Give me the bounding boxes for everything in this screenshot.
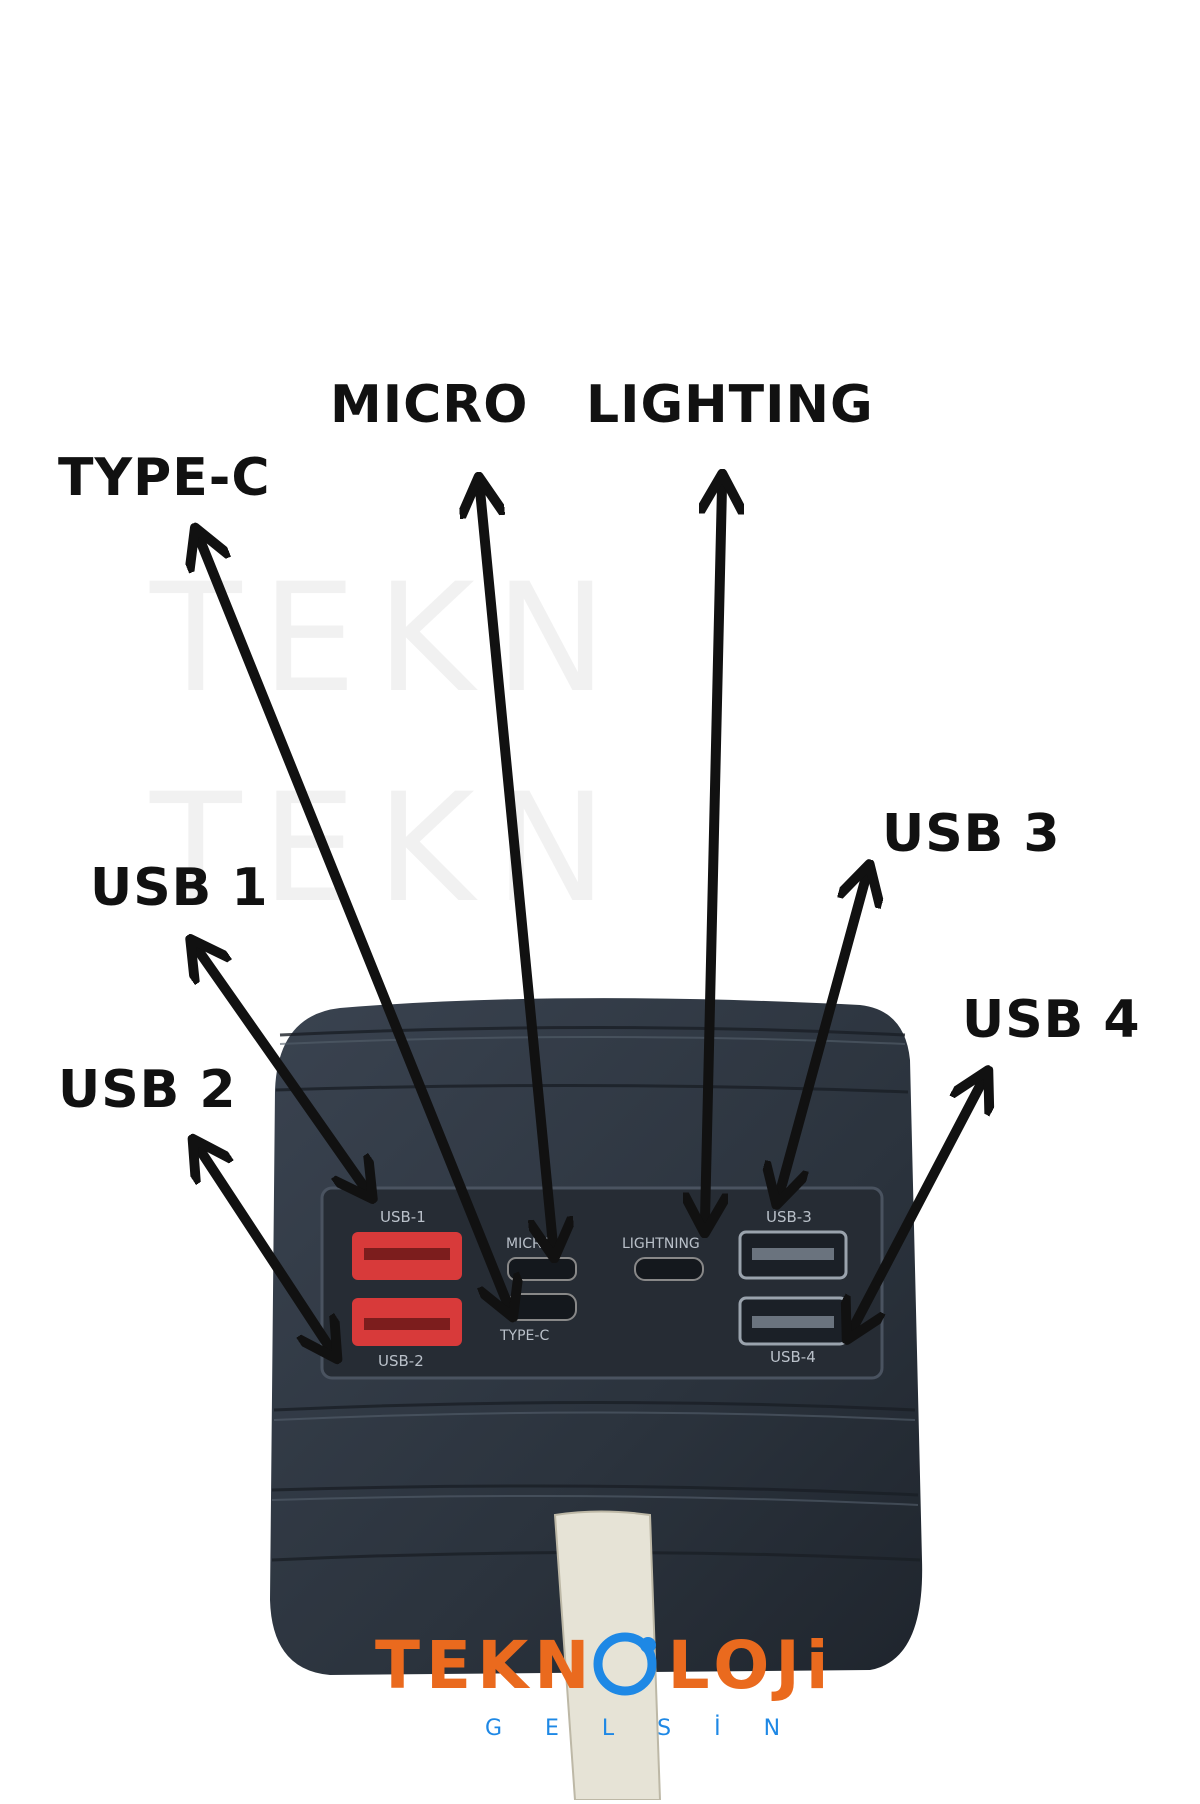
callout-lighting: LIGHTING [586, 375, 874, 435]
arrow-usb-3 [780, 877, 866, 1192]
lightning-port: LIGHTNING [622, 1236, 704, 1281]
callout-arrows [198, 487, 982, 1348]
callout-usb-4: USB 4 [962, 990, 1141, 1050]
callout-usb-1: USB 1 [90, 858, 269, 918]
usb-3-port-label: USB-3 [766, 1208, 812, 1226]
brand-dot-icon [640, 1637, 656, 1653]
lightning-port-label: LIGHTNING [622, 1236, 700, 1252]
usb-1-port-label: USB-1 [380, 1208, 426, 1226]
brand-tagline: G E L S İ N [485, 1715, 798, 1741]
usb-4-port: USB-4 [738, 1296, 848, 1366]
usb-4-port-label: USB-4 [770, 1348, 816, 1366]
arrow-usb-2 [200, 1150, 330, 1348]
type-c-port-label: TYPE-C [499, 1328, 549, 1344]
callout-micro: MICRO [330, 375, 529, 435]
micro-port-label: MICRO [506, 1236, 553, 1252]
arrow-lightning [705, 487, 722, 1220]
type-c-port: TYPE-C [499, 1293, 577, 1344]
usb-2-port-label: USB-2 [378, 1352, 424, 1370]
brand-o-ring-icon [593, 1632, 657, 1696]
arrow-micro [480, 490, 553, 1245]
callout-type-c: TYPE-C [58, 448, 271, 508]
callout-usb-2: USB 2 [58, 1060, 237, 1120]
callout-usb-3: USB 3 [882, 804, 1061, 864]
arrow-usb-4 [853, 1082, 982, 1328]
